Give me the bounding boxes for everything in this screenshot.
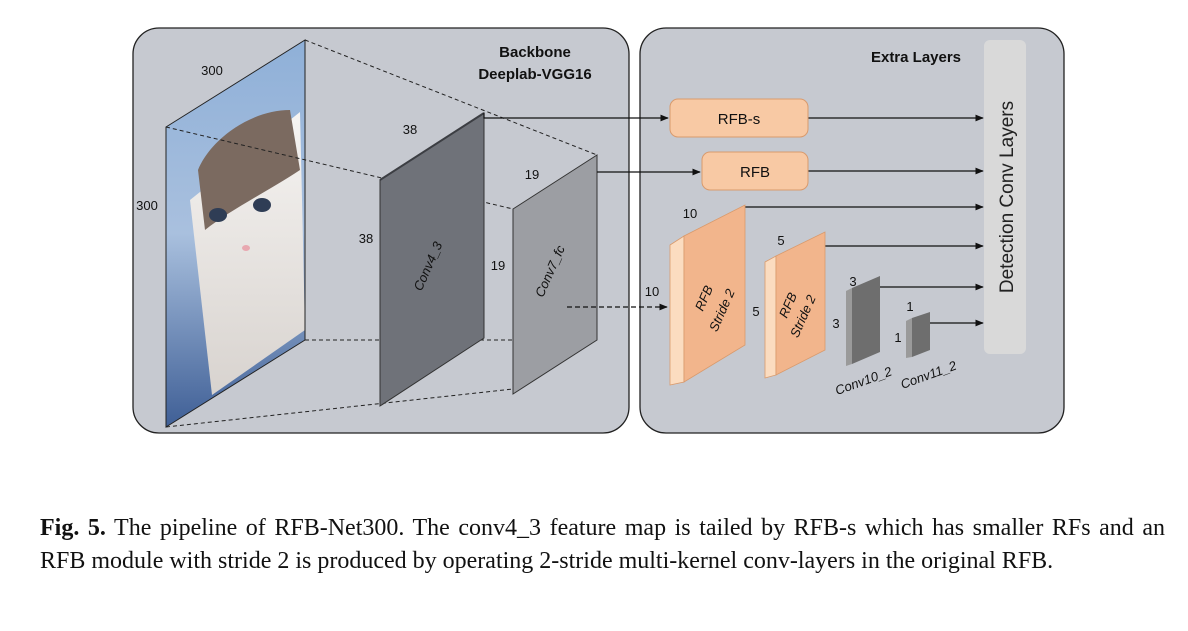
backbone-title: Backbone bbox=[499, 44, 571, 61]
rfb-stride-2-large-side-label: 10 bbox=[645, 284, 659, 299]
backbone-subtitle: Deeplab-VGG16 bbox=[478, 66, 591, 83]
conv11-2-side-label: 1 bbox=[894, 330, 901, 345]
conv7-fc-side-label: 19 bbox=[491, 258, 505, 273]
conv7-fc-layer bbox=[512, 154, 598, 395]
rfb-stride-2-small bbox=[764, 231, 826, 379]
conv11-2-layer bbox=[906, 312, 930, 358]
figure-caption: Fig. 5. The pipeline of RFB-Net300. The … bbox=[40, 512, 1165, 578]
conv4-3-layer bbox=[379, 112, 485, 407]
rfb-s-label: RFB-s bbox=[718, 111, 761, 128]
rfb-stride-2-small-side-label: 5 bbox=[752, 304, 759, 319]
rfb-stride-2-small-top-label: 5 bbox=[777, 233, 784, 248]
input-width-label: 300 bbox=[201, 63, 223, 78]
detection-conv-layers-label: Detection Conv Layers bbox=[997, 101, 1018, 293]
arrows bbox=[483, 113, 984, 327]
input-image bbox=[165, 39, 306, 428]
extra-layers-title: Extra Layers bbox=[871, 49, 961, 66]
rfb-s-box bbox=[669, 98, 809, 138]
rfb-stride-2-large-top-label: 10 bbox=[683, 206, 697, 221]
conv7-fc-top-label: 19 bbox=[525, 167, 539, 182]
input-height-label: 300 bbox=[136, 198, 158, 213]
detection-conv-layers bbox=[984, 40, 1026, 354]
conv4-3-side-label: 38 bbox=[359, 231, 373, 246]
caption-text: The pipeline of RFB-Net300. The conv4_3 … bbox=[40, 515, 1166, 574]
conv10-2-layer bbox=[846, 276, 880, 366]
pipeline-diagram: Backbone Deeplab-VGG16 Extra Layers 300 … bbox=[132, 27, 1065, 434]
conv11-2-top-label: 1 bbox=[906, 299, 913, 314]
rfb-stride-2-large bbox=[669, 204, 746, 386]
caption-label: Fig. 5. bbox=[40, 515, 106, 541]
rfb-box bbox=[701, 151, 809, 191]
conv4-3-top-label: 38 bbox=[403, 122, 417, 137]
rfb-label: RFB bbox=[740, 164, 770, 181]
conv10-2-top-label: 3 bbox=[849, 274, 856, 289]
conv10-2-side-label: 3 bbox=[832, 316, 839, 331]
